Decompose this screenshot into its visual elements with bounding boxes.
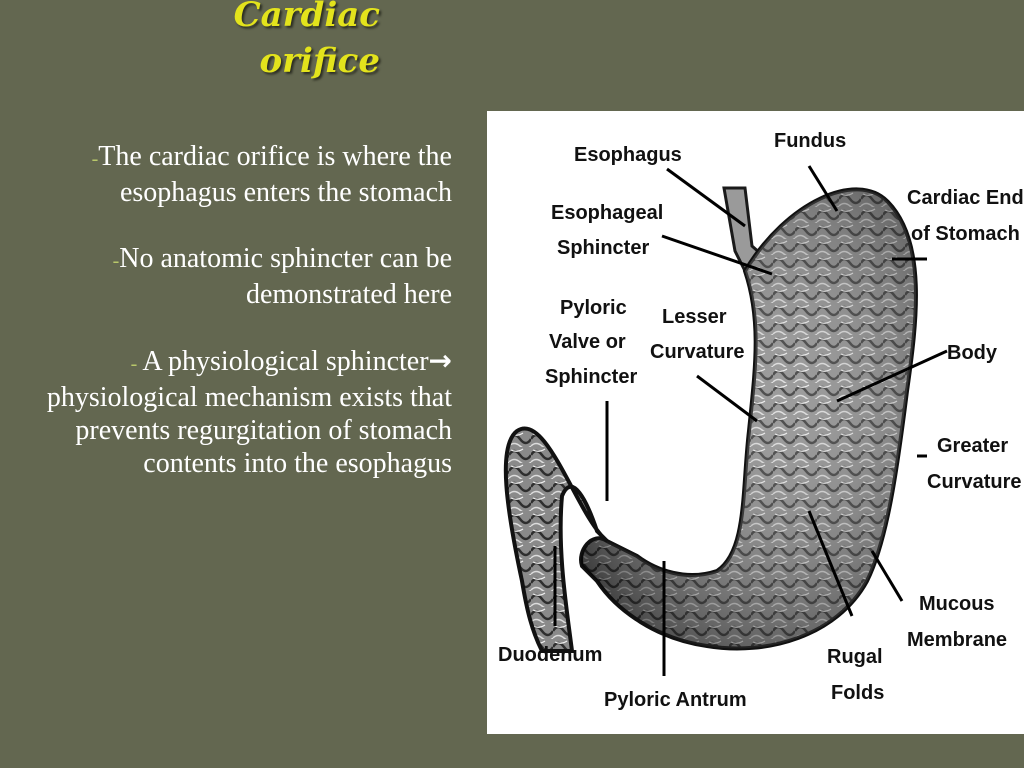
label-cardiac-end-2: of Stomach <box>911 223 1020 245</box>
label-esophageal-1: Esophageal <box>551 202 663 224</box>
label-greater-1: Greater <box>937 435 1008 457</box>
label-mucous-1: Mucous <box>919 593 995 615</box>
label-rugal-1: Rugal <box>827 646 883 668</box>
title-line-2: orifice <box>259 41 380 81</box>
slide-title: Cardiac orifice <box>150 0 380 84</box>
right-arrow-icon: → <box>428 344 452 377</box>
title-line-1: Cardiac <box>233 0 380 35</box>
label-greater-2: Curvature <box>927 471 1021 493</box>
leader-lines <box>553 165 948 676</box>
label-esophageal-2: Sphincter <box>557 237 649 259</box>
label-pyloric-3: Sphincter <box>545 366 637 388</box>
bullet-dash: - <box>130 353 143 375</box>
bullet-1: -The cardiac orifice is where the esopha… <box>30 140 452 209</box>
bullet-text: No anatomic sphincter can be demonstrate… <box>119 243 452 310</box>
label-lesser-1: Lesser <box>662 306 727 328</box>
label-cardiac-end-1: Cardiac End <box>907 187 1024 209</box>
bullet-3: - A physiological sphincter→ physiologic… <box>30 344 452 480</box>
label-fundus: Fundus <box>774 130 846 152</box>
label-duodenum: Duodenum <box>498 644 602 666</box>
bullet-text: The cardiac orifice is where the esophag… <box>98 141 452 208</box>
bullet-dash: - <box>91 148 99 170</box>
label-pyloric-antrum: Pyloric Antrum <box>604 689 747 711</box>
label-esophagus: Esophagus <box>574 144 682 166</box>
label-mucous-2: Membrane <box>907 629 1007 651</box>
label-pyloric-2: Valve or <box>549 331 626 353</box>
label-lesser-2: Curvature <box>650 341 744 363</box>
stomach-diagram: Esophagus Fundus Cardiac End of Stomach … <box>487 111 1024 734</box>
bullet-dash: - <box>112 250 120 272</box>
label-body: Body <box>947 342 998 364</box>
bullet-text-after: physiological mechanism exists that prev… <box>46 382 452 479</box>
duodenum <box>503 426 609 653</box>
label-pyloric-1: Pyloric <box>560 297 627 319</box>
body-text: -The cardiac orifice is where the esopha… <box>30 140 452 513</box>
bullet-text-before: A physiological sphincter <box>142 346 429 377</box>
stomach-illustration: Esophagus Fundus Cardiac End of Stomach … <box>498 130 1024 711</box>
bullet-2: -No anatomic sphincter can be demonstrat… <box>30 242 452 311</box>
label-rugal-2: Folds <box>831 682 884 704</box>
